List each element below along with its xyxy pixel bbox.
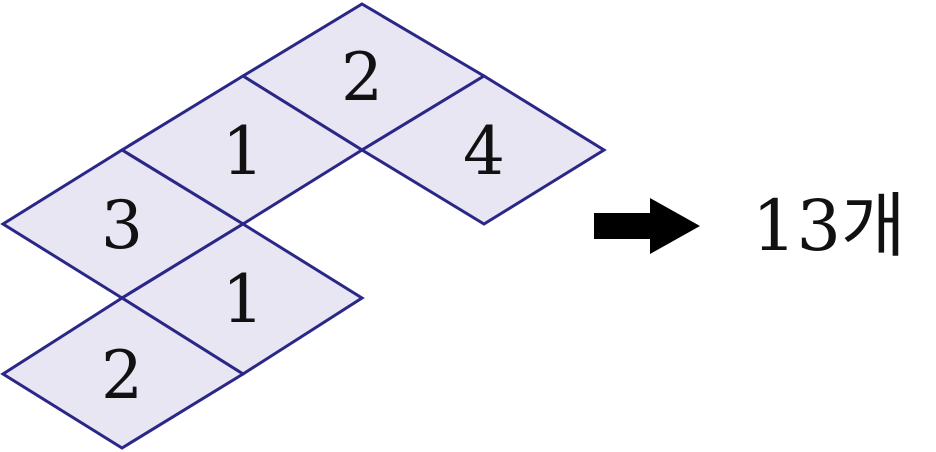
tile-number: 1	[222, 261, 264, 338]
result-text: 13개	[752, 185, 905, 267]
right-arrow-icon	[594, 198, 700, 254]
tile-number: 4	[463, 113, 505, 190]
tile-number: 2	[341, 39, 383, 116]
tile-top-2: 2	[240, 2, 487, 152]
tile-number: 1	[222, 113, 264, 190]
arrow-shape	[594, 198, 700, 254]
tile-number: 3	[101, 187, 143, 264]
tile-bottom-2: 2	[0, 296, 246, 450]
tile-shape	[0, 296, 246, 450]
tile-shape	[359, 74, 607, 226]
tile-right-4: 4	[359, 74, 607, 226]
tile-number: 2	[101, 337, 143, 414]
